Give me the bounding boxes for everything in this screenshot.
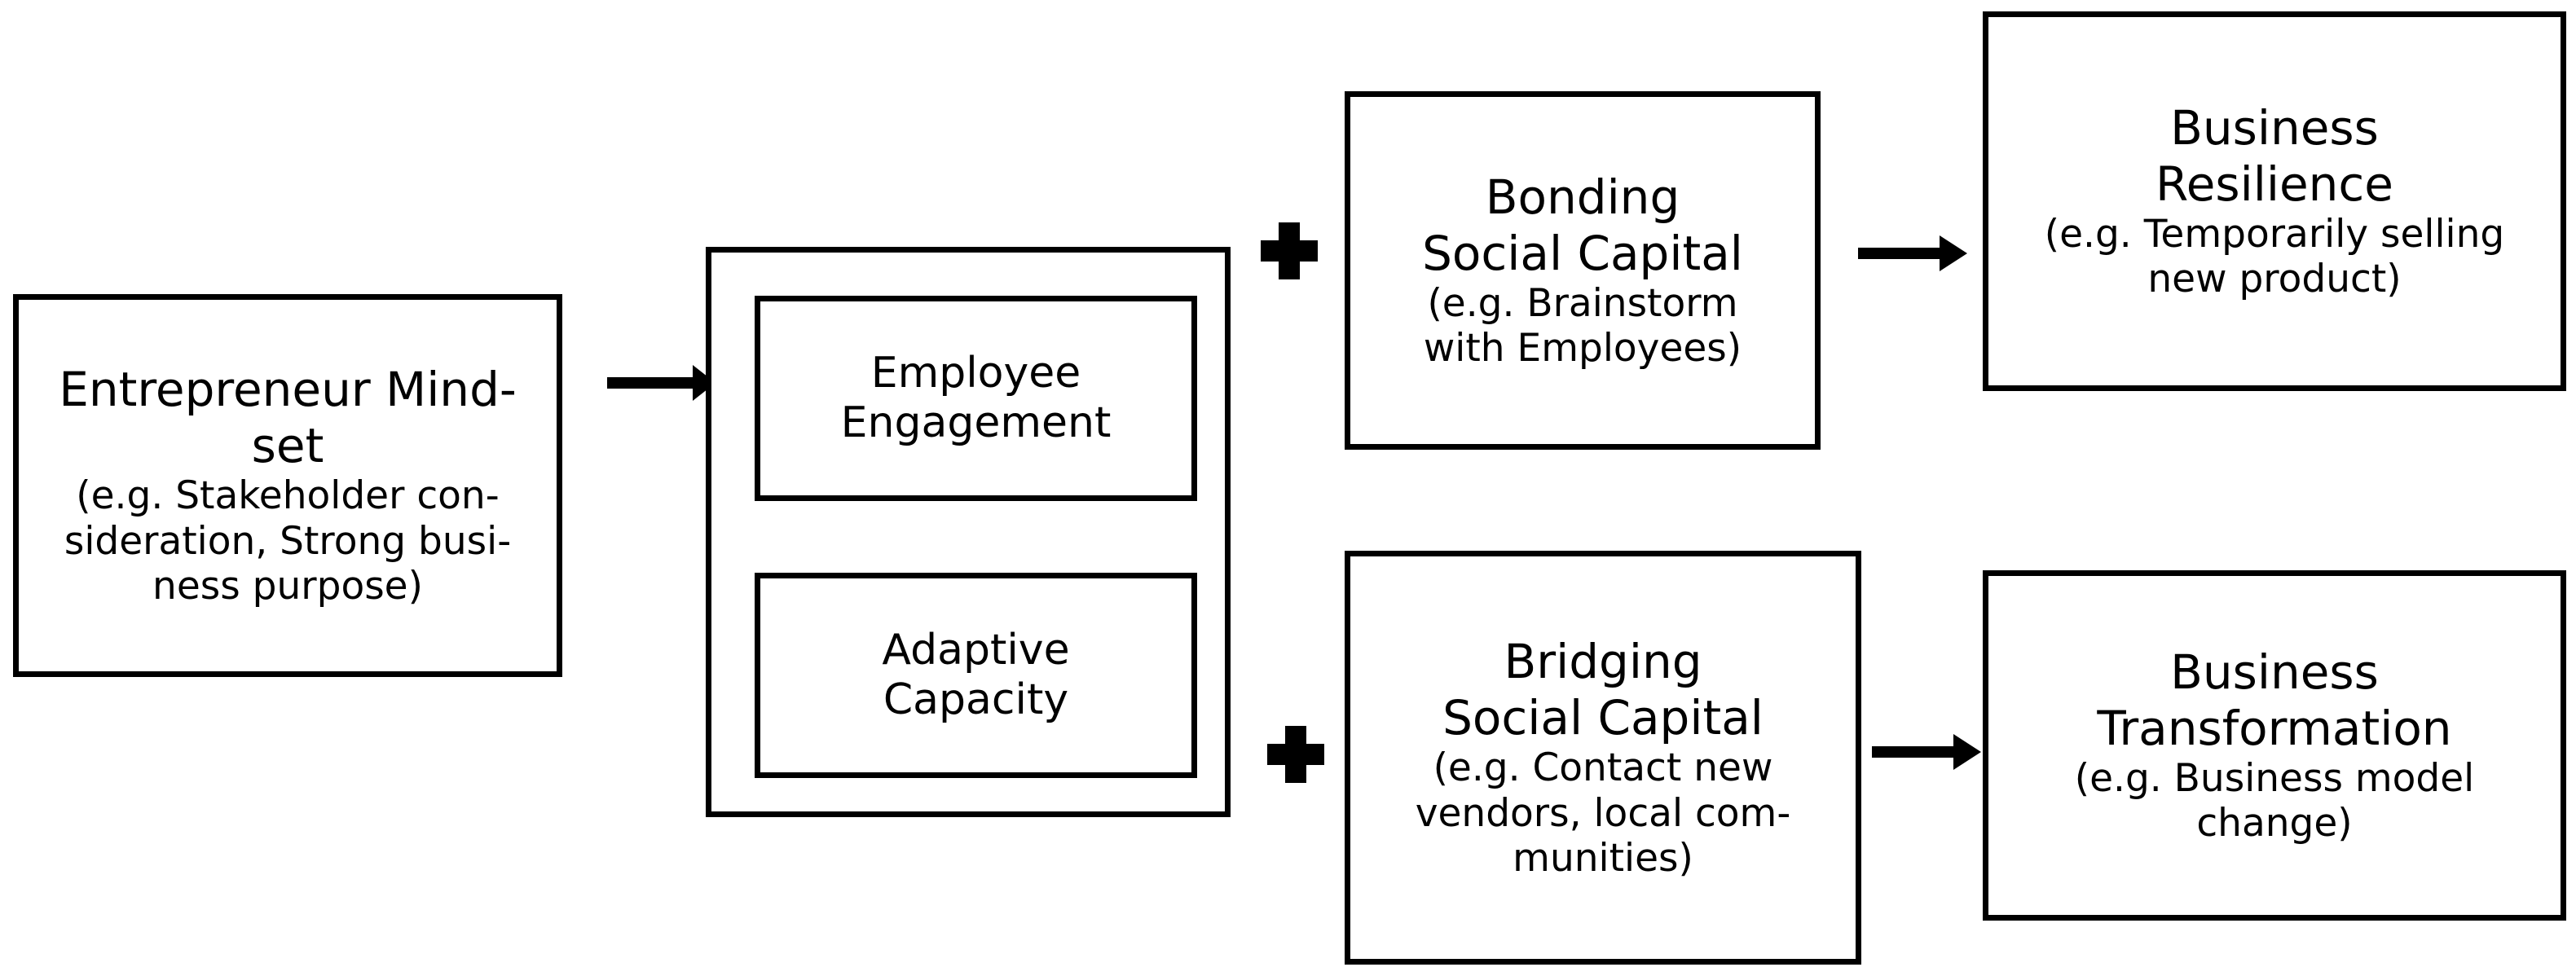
mindset-example-line-2: sideration, Strong busi- bbox=[64, 518, 512, 564]
business-transformation-box: Business Transformation (e.g. Business m… bbox=[1983, 570, 2566, 921]
transformation-example-line-2: change) bbox=[2196, 801, 2353, 846]
mindset-example-line-3: ness purpose) bbox=[152, 564, 423, 609]
resilience-example-line-2: new product) bbox=[2147, 257, 2402, 302]
plus-icon-bridging bbox=[1267, 726, 1324, 783]
employee-engagement-box: Employee Engagement bbox=[755, 296, 1197, 501]
adaptive-title-line-1: Adaptive bbox=[882, 625, 1070, 675]
arrow-mindset-to-capacity bbox=[607, 365, 716, 401]
adaptive-capacity-box: Adaptive Capacity bbox=[755, 573, 1197, 778]
mindset-title-line-1: Entrepreneur Mind- bbox=[59, 362, 517, 418]
bonding-social-capital-box: Bonding Social Capital (e.g. Brainstorm … bbox=[1345, 91, 1821, 450]
arrow-bridging-to-transformation bbox=[1872, 734, 1981, 770]
transformation-example-line-1: (e.g. Business model bbox=[2074, 755, 2475, 801]
bonding-title-line-2: Social Capital bbox=[1422, 225, 1743, 281]
bridging-title-line-2: Social Capital bbox=[1442, 689, 1764, 745]
transformation-title-line-2: Transformation bbox=[2097, 700, 2452, 756]
bonding-title-line-1: Bonding bbox=[1485, 169, 1680, 226]
resilience-title-line-1: Business bbox=[2170, 100, 2379, 156]
bonding-example-line-2: with Employees) bbox=[1423, 326, 1742, 371]
engagement-title-line-1: Employee bbox=[870, 348, 1081, 398]
plus-icon-bonding bbox=[1261, 222, 1318, 279]
bridging-title-line-1: Bridging bbox=[1504, 634, 1702, 690]
adaptive-title-line-2: Capacity bbox=[883, 675, 1069, 724]
business-resilience-box: Business Resilience (e.g. Temporarily se… bbox=[1983, 11, 2566, 391]
bridging-social-capital-box: Bridging Social Capital (e.g. Contact ne… bbox=[1345, 551, 1861, 965]
mindset-title-line-2: set bbox=[251, 417, 324, 473]
arrow-bonding-to-resilience bbox=[1858, 235, 1967, 271]
bridging-example-line-3: munities) bbox=[1513, 836, 1693, 881]
bonding-example-line-1: (e.g. Brainstorm bbox=[1427, 280, 1738, 326]
entrepreneur-mindset-box: Entrepreneur Mind- set (e.g. Stakeholder… bbox=[13, 294, 562, 677]
mindset-example-line-1: (e.g. Stakeholder con- bbox=[76, 473, 500, 519]
resilience-example-line-1: (e.g. Temporarily selling bbox=[2044, 211, 2505, 257]
bridging-example-line-1: (e.g. Contact new bbox=[1433, 745, 1773, 791]
resilience-title-line-2: Resilience bbox=[2155, 156, 2393, 212]
bridging-example-line-2: vendors, local com- bbox=[1415, 790, 1791, 836]
transformation-title-line-1: Business bbox=[2170, 644, 2379, 701]
engagement-title-line-2: Engagement bbox=[840, 398, 1112, 447]
